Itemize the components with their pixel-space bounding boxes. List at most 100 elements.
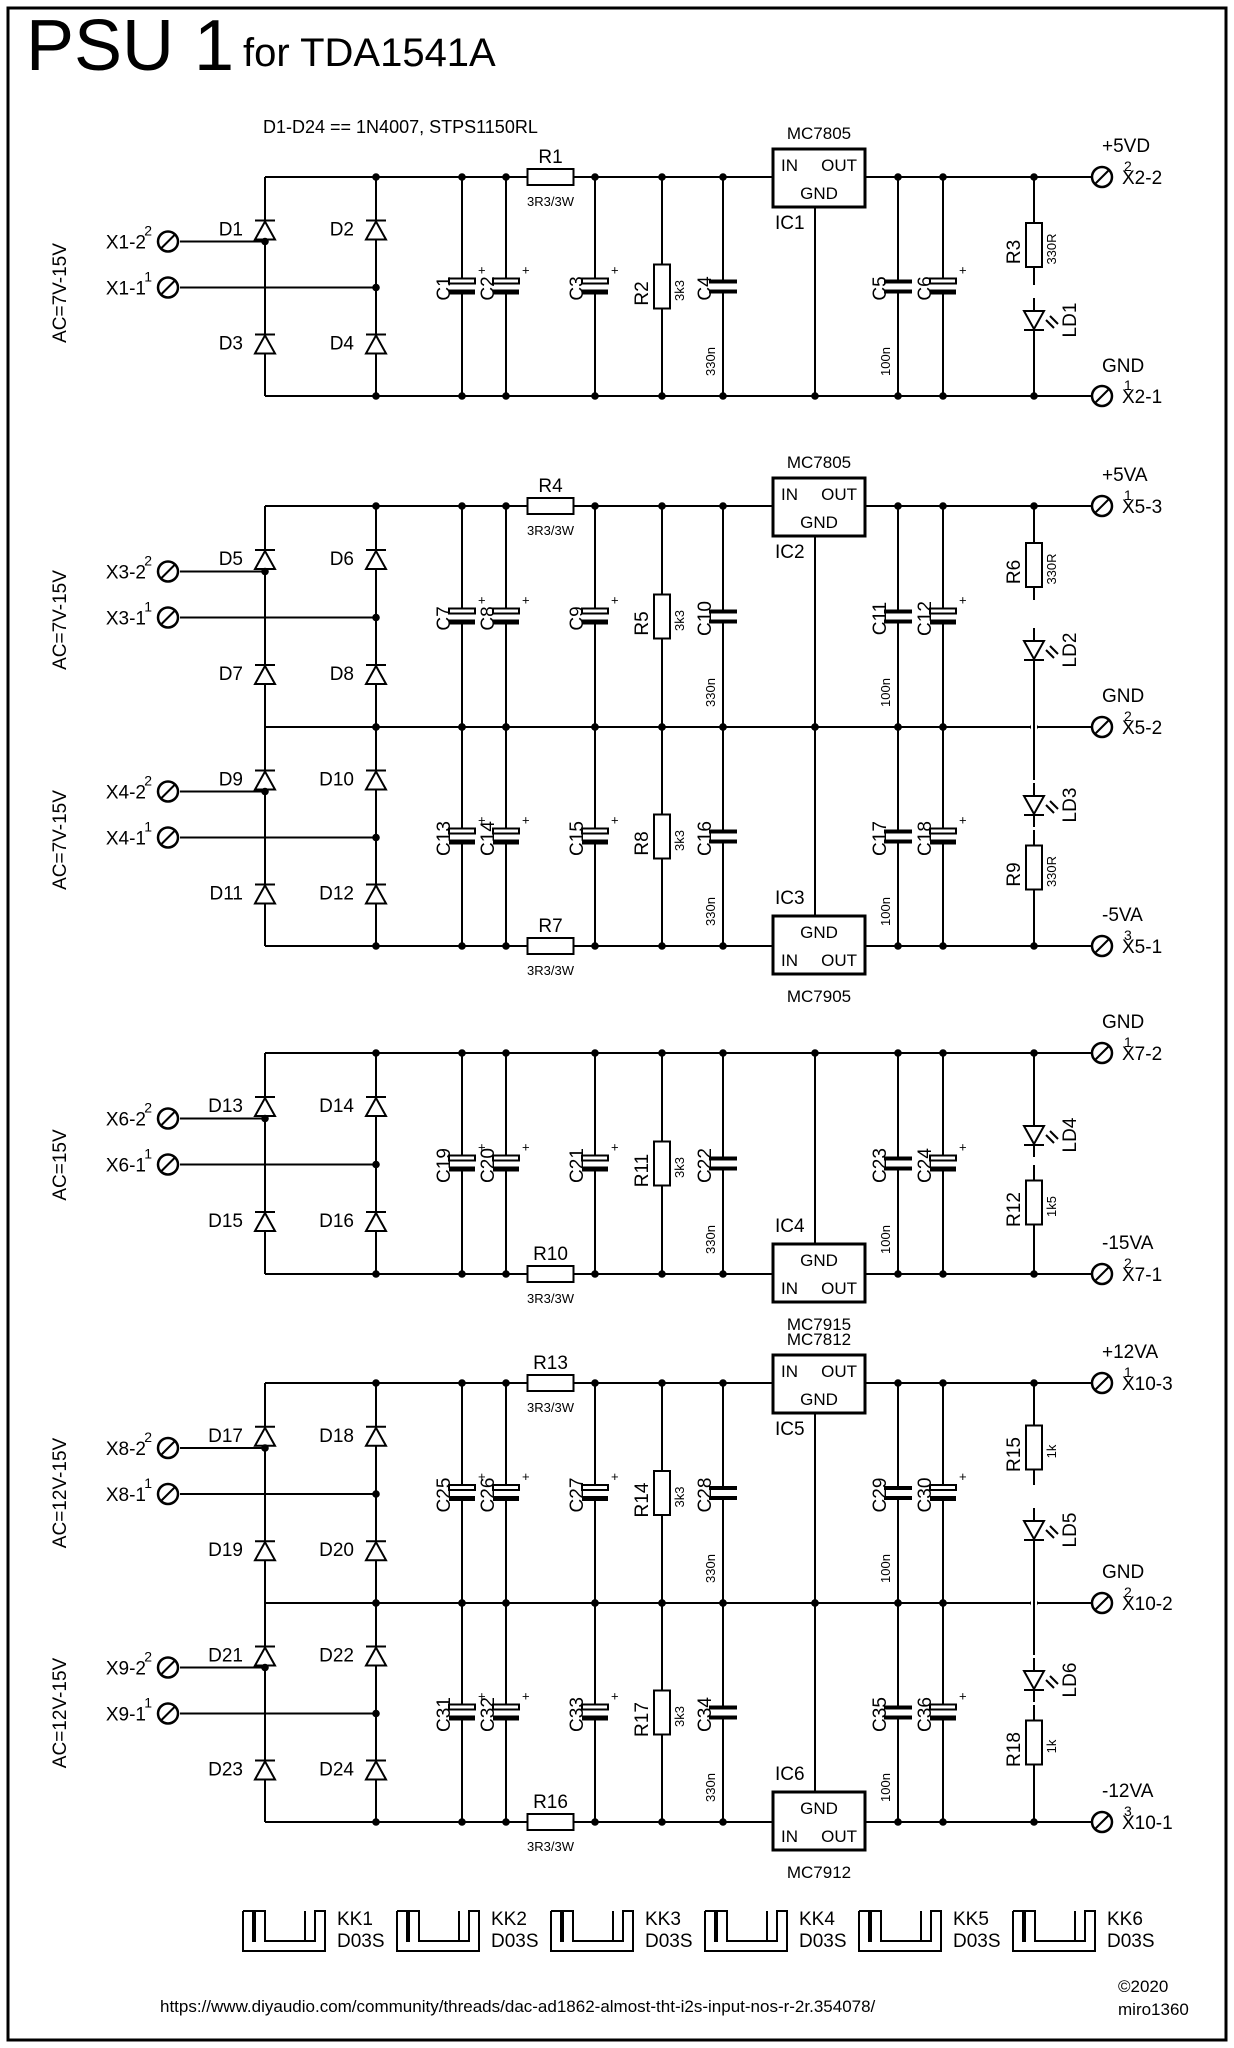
- capacitor-plate: [930, 619, 956, 625]
- wire: [550, 1910, 634, 1952]
- resistor-label: R4: [538, 476, 563, 497]
- terminal-label: X5-2: [1122, 718, 1162, 739]
- ac-label: AC=12V-15V: [50, 1657, 71, 1768]
- wire: [1094, 1595, 1110, 1611]
- capacitor-plate: [581, 1703, 609, 1711]
- wire: [1094, 1375, 1110, 1391]
- capacitor-label: C7: [434, 606, 455, 630]
- capacitor-plate: [582, 1715, 608, 1721]
- ic-name: IC6: [775, 1764, 805, 1785]
- junction-dot: [591, 1818, 599, 1826]
- capacitor-symbol: +C13: [434, 727, 486, 946]
- junction-dot: [894, 942, 902, 950]
- footer-url[interactable]: https://www.diyaudio.com/community/threa…: [160, 1997, 876, 2016]
- polarity-mark: +: [522, 1469, 530, 1484]
- junction-dot: [372, 502, 380, 510]
- wire: [396, 1910, 480, 1952]
- pin-out: OUT: [821, 951, 857, 970]
- polarity-mark: +: [611, 593, 619, 608]
- polarity-mark: +: [959, 593, 967, 608]
- resistor-value: 1k: [1044, 1739, 1059, 1753]
- capacitor-plate: [492, 607, 520, 615]
- junction-dot: [894, 1599, 902, 1607]
- capacitor-plate: [884, 1166, 912, 1171]
- terminal-symbol: 2X3-2: [106, 553, 180, 584]
- capacitor-value: 330n: [703, 347, 718, 376]
- resistor-body: [1025, 844, 1043, 891]
- capacitor-symbol: +C31: [434, 1603, 486, 1822]
- junction-dot: [261, 237, 269, 246]
- junction-dot: [591, 1270, 599, 1278]
- diode-symbol: D16: [319, 1192, 388, 1249]
- junction-dot: [502, 392, 510, 400]
- capacitor-plate: [493, 839, 519, 845]
- resistor-body: [526, 497, 575, 515]
- resistor-body: [526, 1813, 575, 1831]
- diode-symbol: D3: [219, 315, 277, 372]
- terminal-label: X10-2: [1122, 1594, 1173, 1615]
- capacitor-plate: [493, 1715, 519, 1721]
- terminal-symbol: 2X2-2: [1090, 158, 1162, 189]
- terminal-pin: 1: [1124, 1364, 1132, 1380]
- capacitor-symbol: +C9: [567, 506, 619, 727]
- junction-dot: [658, 1379, 666, 1387]
- diode-label: D21: [208, 1646, 243, 1667]
- junction-dot: [939, 723, 947, 731]
- diode-label: D8: [330, 664, 354, 685]
- junction-dot: [458, 502, 466, 510]
- capacitor-plate: [930, 1715, 956, 1721]
- resistor-body: [1025, 222, 1043, 268]
- capacitor-label: C17: [870, 821, 891, 856]
- rail-label: GND: [1102, 356, 1144, 377]
- wire: [1049, 800, 1059, 810]
- resistor-body: [1025, 1179, 1043, 1226]
- diode-label: D22: [319, 1646, 354, 1667]
- resistor-label: R6: [1004, 560, 1025, 584]
- capacitor-label: C35: [870, 1697, 891, 1732]
- junction-dot: [1030, 502, 1038, 510]
- ic-name: IC4: [775, 1216, 805, 1237]
- junction-dot: [261, 567, 269, 576]
- resistor-label: R9: [1004, 862, 1025, 886]
- capacitor-value: 330n: [703, 1225, 718, 1254]
- diode-symbol: D12: [319, 865, 388, 922]
- diode-label: D20: [319, 1540, 354, 1561]
- capacitor-symbol: +C19: [434, 1053, 486, 1274]
- wire: [160, 609, 176, 626]
- junction-dot: [502, 1049, 510, 1057]
- diode-label: D11: [210, 883, 243, 904]
- diode-note: D1-D24 == 1N4007, STPS1150RL: [263, 117, 538, 137]
- wire: [1049, 1130, 1059, 1140]
- led-symbol: LD4: [1022, 1113, 1081, 1157]
- wire: [242, 1910, 326, 1952]
- junction-dot: [372, 833, 380, 842]
- led-label: LD4: [1060, 1117, 1081, 1152]
- regulator-box: [771, 1790, 867, 1852]
- junction-dot: [939, 1599, 947, 1607]
- capacitor-label: C31: [434, 1697, 455, 1732]
- junction-dot: [658, 723, 666, 731]
- wire: [160, 1156, 176, 1173]
- junction-dot: [372, 1270, 380, 1278]
- resistor-body: [653, 1140, 671, 1187]
- junction-dot: [458, 1049, 466, 1057]
- resistor-label: R5: [632, 611, 653, 635]
- capacitor-label: C13: [434, 821, 455, 856]
- resistor-body: [526, 1374, 575, 1392]
- junction-dot: [658, 502, 666, 510]
- diode-label: D23: [208, 1759, 243, 1780]
- junction-dot: [372, 173, 380, 181]
- terminal-label: X7-2: [1122, 1044, 1162, 1065]
- junction-dot: [658, 1049, 666, 1057]
- capacitor-symbol: +C25: [434, 1383, 486, 1603]
- wire: [1094, 498, 1110, 514]
- diode-label: D14: [319, 1096, 354, 1117]
- junction-dot: [939, 173, 947, 181]
- terminal-symbol: 2X9-2: [106, 1649, 180, 1680]
